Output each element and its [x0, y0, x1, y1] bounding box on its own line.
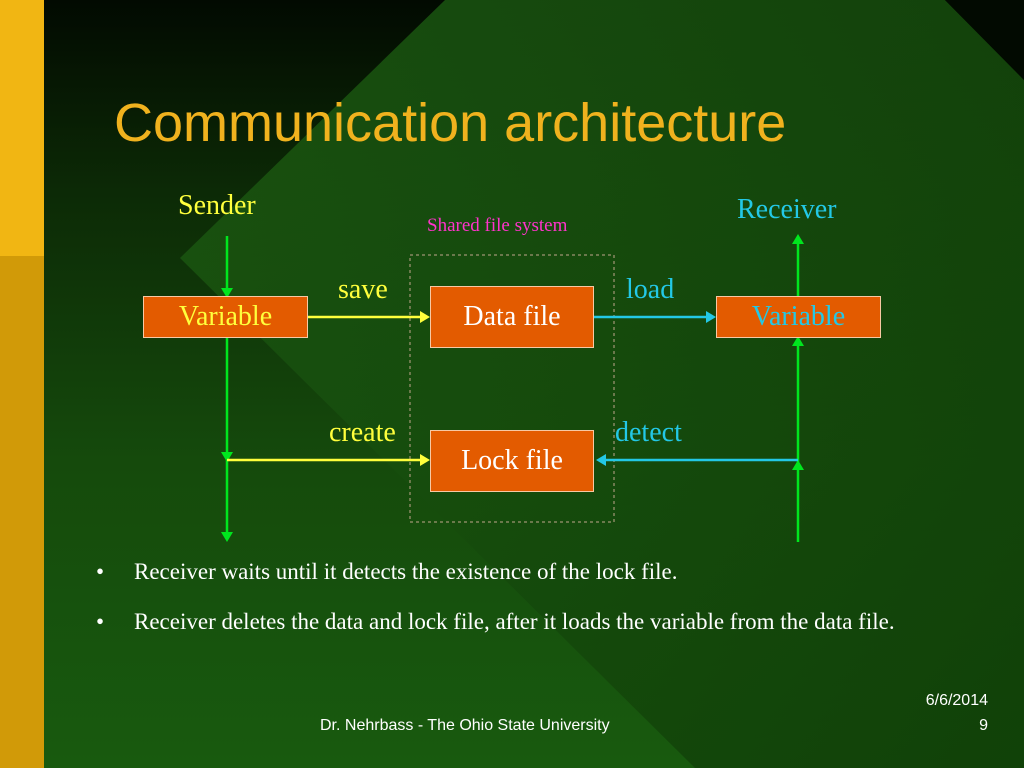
background-corner: [945, 0, 1024, 80]
footer-author: Dr. Nehrbass - The Ohio State University: [320, 717, 610, 734]
save-label: save: [338, 274, 388, 305]
lock-file-box: Lock file: [430, 430, 594, 492]
bullet-text: Receiver waits until it detects the exis…: [134, 559, 678, 584]
save-arrow: [308, 311, 430, 323]
accent-bar-bottom: [0, 256, 44, 768]
receiver-label: Receiver: [737, 194, 837, 225]
bullet-marker: •: [96, 559, 105, 584]
footer-date: 6/6/2014: [925, 692, 988, 709]
receiver-variable-box: Variable: [716, 296, 881, 338]
shared-file-system-boundary: [409, 254, 615, 523]
data-file-box: Data file: [430, 286, 594, 348]
bullet-item: • Receiver waits until it detects the ex…: [96, 556, 956, 588]
detect-arrow: [596, 454, 798, 466]
sender-line: [221, 236, 233, 542]
background-diamond: [180, 0, 1024, 768]
slide-title: Communication architecture: [114, 93, 787, 153]
sender-label: Sender: [178, 190, 256, 221]
accent-bar-top: [0, 0, 44, 256]
load-arrow: [594, 311, 716, 323]
shared-file-system-label: Shared file system: [427, 215, 568, 236]
create-label: create: [329, 417, 396, 448]
sender-variable-box: Variable: [143, 296, 308, 338]
bullet-text: Receiver deletes the data and lock file,…: [134, 609, 895, 634]
detect-label: detect: [615, 417, 682, 448]
bullet-marker: •: [96, 609, 105, 634]
receiver-line: [792, 234, 804, 542]
create-arrow: [227, 454, 430, 466]
footer-page-number: 9: [979, 717, 988, 734]
bullet-item: • Receiver deletes the data and lock fil…: [96, 606, 956, 638]
load-label: load: [626, 274, 675, 305]
bullet-list: • Receiver waits until it detects the ex…: [96, 556, 956, 656]
